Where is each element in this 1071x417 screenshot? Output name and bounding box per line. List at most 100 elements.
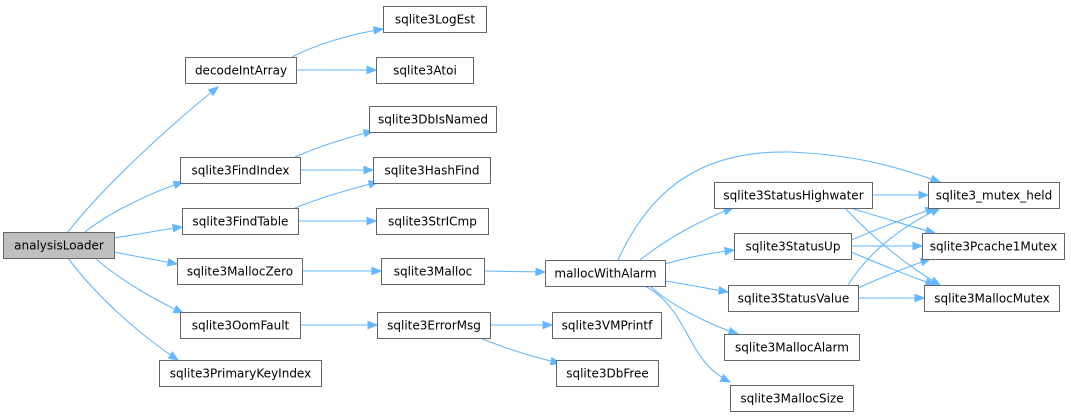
arrowhead-icon [914,293,926,303]
arrowhead-icon [719,373,732,383]
node-sqlite3malloczero[interactable]: sqlite3MallocZero [177,258,303,285]
node-box [714,182,873,209]
edge-sqlite3statusup-to-sqlite3pcache1mutex [851,241,924,251]
arrowhead-icon [727,326,740,336]
node-label: sqlite3MallocSize [740,392,843,406]
node-sqlite3findtable[interactable]: sqlite3FindTable [182,208,299,235]
node-label: sqlite3MallocAlarm [735,341,849,355]
node-sqlite3statushighwater[interactable]: sqlite3StatusHighwater [714,182,873,209]
arrowhead-icon [366,216,378,226]
node-sqlite3-mutex-held[interactable]: sqlite3_mutex_held [928,182,1060,209]
arrowhead-icon [167,351,180,361]
node-sqlite3oomfault[interactable]: sqlite3OomFault [180,312,301,339]
node-label: decodeIntArray [195,64,287,78]
edge-sqlite3findtable-to-sqlite3hashfind [294,180,380,209]
node-analysisloader[interactable]: analysisLoader [3,232,115,259]
node-label: sqlite3LogEst [395,13,476,27]
nodes-layer: analysisLoader decodeIntArray sqlite3LogEs… [3,6,1065,412]
edge-sqlite3errormsg-to-sqlite3dbfree [479,337,562,366]
node-box [373,157,491,184]
node-label: sqlite3OomFault [192,319,290,333]
node-sqlite3hashfind[interactable]: sqlite3HashFind [373,157,491,184]
node-label: sqlite3StatusHighwater [723,189,863,203]
edge-sqlite3malloc-to-mallocwithalarm [483,267,547,277]
node-label: sqlite3FindTable [193,215,289,229]
node-sqlite3stricmp[interactable]: sqlite3StrICmp [376,208,489,235]
edges-layer [67,26,942,383]
node-box [734,233,852,260]
node-box [556,360,659,387]
node-sqlite3statusup[interactable]: sqlite3StatusUp [734,233,852,260]
node-sqlite3statusvalue[interactable]: sqlite3StatusValue [728,285,859,312]
node-decodeintarray[interactable]: decodeIntArray [185,57,297,84]
node-box [377,312,491,339]
edge-analysisloader-to-sqlite3primarykeyindex [67,257,180,361]
node-label: sqlite3HashFind [384,164,479,178]
node-label: sqlite3ErrorMsg [387,319,481,333]
node-label: sqlite3StrICmp [388,215,477,229]
node-sqlite3malloc[interactable]: sqlite3Malloc [381,258,485,285]
node-sqlite3findindex[interactable]: sqlite3FindIndex [180,157,301,184]
node-label: sqlite3StatusUp [746,240,841,254]
node-box [369,106,497,133]
edge-line [649,285,739,335]
arrowhead-icon [371,266,383,276]
edge-sqlite3statusvalue-to-sqlite3pcache1mutex [857,258,932,289]
node-sqlite3errormsg[interactable]: sqlite3ErrorMsg [377,312,491,339]
edge-sqlite3statushighwater-to-sqlite3-mutex-held [872,190,930,200]
node-label: analysisLoader [14,239,104,253]
node-sqlite3mallocalarm[interactable]: sqlite3MallocAlarm [724,334,860,361]
edge-line [483,270,546,273]
node-box [383,6,487,33]
node-box [928,182,1060,209]
edge-line [291,28,384,58]
edge-line [84,181,184,233]
node-label: sqlite3PrimaryKeyIndex [170,367,311,381]
edge-analysisloader-to-sqlite3findtable [113,223,184,239]
edge-line [847,207,941,286]
arrowhead-icon [929,174,942,183]
node-label: sqlite3MallocZero [187,265,293,279]
arrowhead-icon [172,305,185,314]
node-label: sqlite3DbFree [566,367,649,381]
edge-sqlite3findindex-to-sqlite3hashfind [300,165,375,175]
node-box [545,260,666,287]
edge-analysisloader-to-sqlite3findindex [84,180,185,233]
node-box [3,232,115,259]
node-sqlite3atoi[interactable]: sqlite3Atoi [376,57,474,84]
node-sqlite3primarykeyindex[interactable]: sqlite3PrimaryKeyIndex [159,360,322,387]
arrowhead-icon [367,320,379,330]
node-sqlite3mallocsize[interactable]: sqlite3MallocSize [730,385,854,412]
edge-mallocwithalarm-to-sqlite3mallocalarm [649,285,740,336]
arrowhead-icon [542,320,554,330]
edge-sqlite3errormsg-to-sqlite3vmprintf [490,320,554,330]
edge-mallocwithalarm-to-sqlite3statusvalue [664,280,730,295]
node-sqlite3logest[interactable]: sqlite3LogEst [383,6,487,33]
node-box [180,157,301,184]
edge-line [113,226,183,239]
edge-line [617,151,941,261]
node-box [922,233,1065,260]
edge-sqlite3malloczero-to-sqlite3malloc [302,266,383,276]
arrowhead-icon [724,246,736,256]
node-sqlite3mallocmutex[interactable]: sqlite3MallocMutex [924,285,1060,312]
node-box [177,258,303,285]
node-label: sqlite3Pcache1Mutex [930,240,1058,254]
arrowhead-icon [918,190,930,200]
node-sqlite3dbfree[interactable]: sqlite3DbFree [556,360,659,387]
edge-line [113,251,178,265]
node-label: sqlite3MallocMutex [934,292,1050,306]
node-label: sqlite3FindIndex [192,164,290,178]
node-box [159,360,322,387]
edge-line [67,86,219,233]
edge-analysisloader-to-sqlite3oomfault [94,257,185,314]
node-sqlite3pcache1mutex[interactable]: sqlite3Pcache1Mutex [922,233,1065,260]
edge-sqlite3oomfault-to-sqlite3errormsg [300,320,379,330]
node-sqlite3dbisnamed[interactable]: sqlite3DbIsNamed [369,106,497,133]
edge-line [294,181,379,209]
node-label: sqlite3Atoi [393,64,457,78]
node-sqlite3vmprintf[interactable]: sqlite3VMPrintf [552,312,662,339]
node-mallocwithalarm[interactable]: mallocWithAlarm [545,260,666,287]
